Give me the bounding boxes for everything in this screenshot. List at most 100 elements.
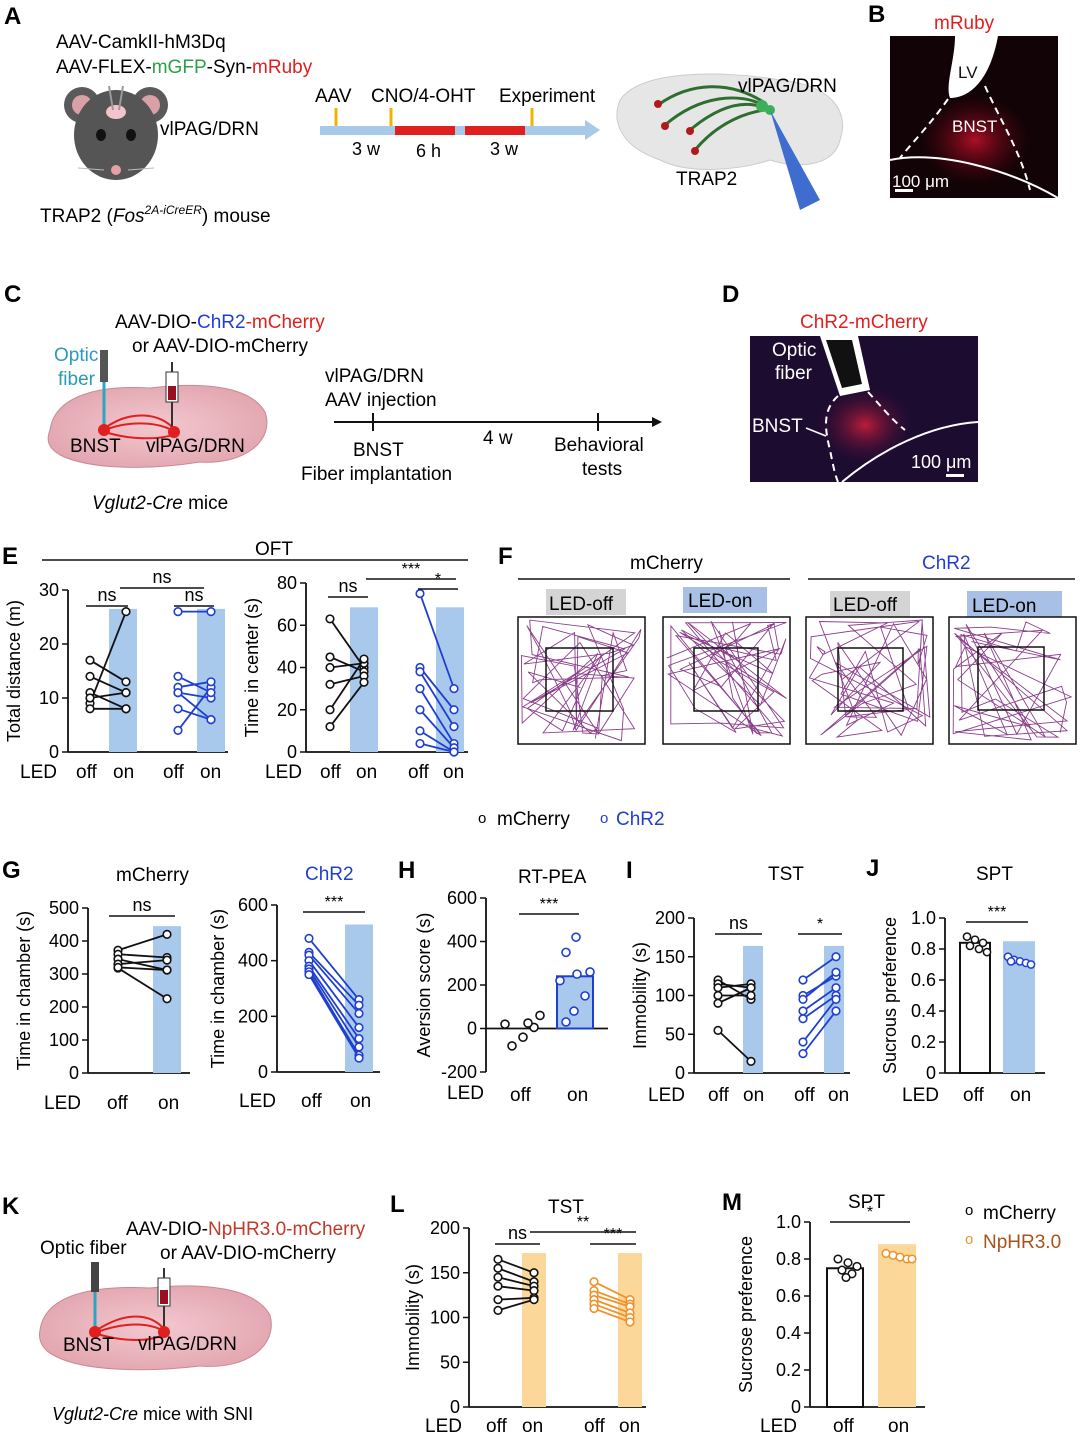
f-led-on-1: LED-on <box>688 591 752 612</box>
brain-illustration-k <box>39 1262 272 1371</box>
l-nphr-point-off <box>589 1277 599 1287</box>
e-dist-chr2-pair-line <box>177 691 212 699</box>
lv-label: LV <box>958 63 978 82</box>
g-left-sig-label: ns <box>132 895 151 915</box>
timeline-c-inj1: vlPAG/DRN <box>325 366 424 387</box>
g-left-pair-line <box>117 933 168 952</box>
g-right-pair-line <box>308 954 360 1015</box>
g-right-tick-label: 400 <box>238 951 268 971</box>
led-label-e2: LED <box>265 762 302 783</box>
l-y-label: Immobility (s) <box>403 1264 423 1371</box>
i-tick-label: 200 <box>655 908 685 928</box>
e-dist-tick-label: 30 <box>39 580 59 600</box>
l-tick-label: 150 <box>430 1263 460 1283</box>
l-nphr-point-on <box>625 1317 635 1327</box>
legend1-chr2-mark: o <box>600 810 608 827</box>
bnst-label-d: BNST <box>752 416 803 437</box>
l-nphr-point-off <box>589 1303 599 1314</box>
e-dist-chr2-pair-line <box>177 691 212 721</box>
g-right-pair-line <box>308 951 360 1006</box>
e-center-y-label: Time in center (s) <box>242 598 262 737</box>
i-tick-label: 0 <box>675 1063 685 1083</box>
panel-h: H RT-PEA LED off on -2000200400600Aversi… <box>398 857 608 1106</box>
i-mcherry-pair-line <box>717 1029 752 1063</box>
timeline-cno: CNO/4-OHT <box>371 86 476 107</box>
m-off-point <box>852 1261 862 1271</box>
g-right-title: ChR2 <box>305 864 354 885</box>
g-right-pair-line <box>308 971 360 1056</box>
g-left-tick-label: 100 <box>49 1030 79 1050</box>
l-nphr-pair-line <box>593 1307 631 1323</box>
e-dist-mcherry-pair-line <box>89 675 127 694</box>
timeline-c-beh2: tests <box>582 459 622 480</box>
g-right-tick-label: 600 <box>238 895 268 915</box>
e-dist-chr2-pair-line <box>177 675 212 694</box>
i-chr2-pair-line <box>802 1010 837 1055</box>
h-y-label: Aversion score (s) <box>414 913 434 1058</box>
timeline-aav: AAV <box>315 86 352 107</box>
e-center-between-sig-label: *** <box>402 561 421 578</box>
panel-c: C AAV-DIO-ChR2-mCherry or AAV-DIO-mCherr… <box>4 281 662 514</box>
e1-off-2: off <box>163 762 185 783</box>
i-chr2-point-on <box>831 1006 841 1016</box>
panel-d: D ChR2-mCherry Optic fiber BNST 100 μm <box>722 281 979 483</box>
e-dist-mcherry-point-on <box>121 677 131 687</box>
timeline-c-4w: 4 w <box>483 428 513 449</box>
e-dist-tick-label: 10 <box>39 688 59 708</box>
l-mcherry-pair-line <box>497 1276 535 1288</box>
mouse-strain-label: TRAP2 (Fos2A-iCreER) mouse <box>40 203 271 227</box>
l-title: TST <box>548 1197 584 1218</box>
l-mcherry-point-off <box>493 1263 503 1273</box>
l-tick-label: 100 <box>430 1308 460 1328</box>
l-mcherry-point-off <box>493 1281 503 1291</box>
h-tick-label: 400 <box>447 932 477 952</box>
g-on-1: on <box>158 1093 179 1114</box>
panel-a: A AAV-CamkII-hM3Dq AAV-FLEX-mGFP-Syn-mRu… <box>4 3 843 227</box>
j-led: LED <box>902 1085 939 1106</box>
g-left-pair-line <box>117 953 168 959</box>
f-led-off-1: LED-off <box>549 594 614 615</box>
g-left-point-off <box>113 962 123 973</box>
f-led-off-2: LED-off <box>833 595 898 616</box>
mouse-illustration <box>64 85 168 180</box>
legend2-mcherry: mCherry <box>983 1203 1056 1224</box>
region-label-k: vlPAG/DRN <box>138 1334 237 1355</box>
e2-off-1: off <box>320 762 342 783</box>
l-on-2: on <box>619 1416 640 1437</box>
m-led: LED <box>760 1416 797 1437</box>
scale-bar-b: 100 μm <box>892 172 949 191</box>
i-chr2-pair-line <box>802 956 837 981</box>
h-title: RT-PEA <box>518 867 587 888</box>
virus-c-label: AAV-DIO-ChR2-mCherry <box>115 312 325 333</box>
l-nphr-pair-line <box>593 1294 631 1308</box>
e-dist-chr2-point-on <box>206 606 216 617</box>
i-left-sig-label: ns <box>729 913 748 933</box>
h-on-point <box>561 1017 571 1027</box>
h-on-point <box>580 991 590 1001</box>
j-off-point <box>974 944 984 954</box>
legend2-mcherry-mark: o <box>965 1202 973 1219</box>
e1-off-1: off <box>76 762 98 783</box>
l-between-sig-label: ** <box>577 1214 589 1231</box>
g-left-point-on <box>162 955 172 965</box>
e-center-chr2-pair-line <box>419 709 455 749</box>
legend-e-f: o mCherry o ChR2 <box>478 809 665 830</box>
e-dist-chr2-point-off <box>173 687 183 698</box>
panel-b: B mRuby LV BNST 100 μm <box>868 1 1059 199</box>
panel-j: J SPT LED off on 00.20.40.60.81.0Sucrous… <box>866 855 1045 1106</box>
bnst-label-k: BNST <box>63 1335 114 1356</box>
h-on-point <box>569 1006 579 1016</box>
legend-l-m: o mCherry o NpHR3.0 <box>965 1202 1061 1253</box>
bnst-label-b: BNST <box>952 117 997 136</box>
m-off-point <box>843 1258 853 1268</box>
panel-label-a: A <box>4 3 21 30</box>
m-off-point <box>837 1265 847 1275</box>
l-mcherry-pair-line <box>497 1267 535 1283</box>
timeline-c-beh1: Behavioral <box>554 435 644 456</box>
j-off: off <box>963 1085 985 1106</box>
f-led-on-2: LED-on <box>972 596 1036 617</box>
e-center-tick-label: 80 <box>277 573 297 593</box>
e-center-mcherry-point-off <box>325 679 335 690</box>
g-right-tick-label: 200 <box>238 1006 268 1026</box>
